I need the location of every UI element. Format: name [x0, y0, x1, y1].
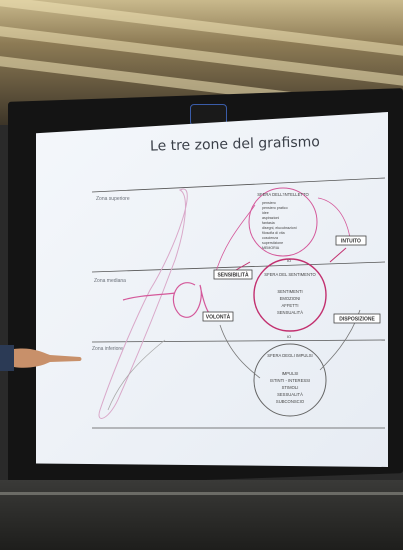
middle-circle-items: SENTIMENTI EMOZIONI AFFETTI SENSUALITÀ [277, 289, 303, 315]
arrow-line [235, 261, 251, 271]
box-volonta [202, 311, 234, 322]
lower-circle [253, 343, 327, 417]
script-letter-a [172, 282, 221, 319]
zone-label-upper: Zona superiore [96, 196, 130, 202]
pointing-hand [0, 345, 82, 371]
arrow-arc [317, 197, 351, 239]
box-disposizione [333, 313, 381, 324]
lower-circle-heading: SFERA DEGLI IMPULSI [267, 353, 312, 358]
script-loop-f [98, 188, 188, 419]
zone-line-top [91, 177, 386, 193]
upper-item: superstizione [262, 241, 283, 245]
lower-item: ISTINTI - INTERESSI [270, 378, 310, 383]
box-intuito-label: INTUITO [341, 239, 361, 245]
upper-item: fantasia [262, 221, 275, 225]
upper-item: MEMORIA [262, 246, 280, 250]
upper-item: aspirazioni [262, 216, 279, 220]
upper-item: idee [262, 211, 269, 215]
upper-item: disegni, elucubrazioni [262, 226, 297, 230]
middle-item: AFFETTI [282, 303, 299, 308]
lower-circle-items: IMPULSI ISTINTI - INTERESSI STIMOLI SESS… [270, 371, 310, 404]
middle-item: EMOZIONI [280, 296, 301, 301]
hand-shape [14, 348, 82, 368]
upper-item: coscienza [262, 236, 278, 240]
lower-item: STIMOLI [282, 385, 299, 390]
floor [0, 480, 403, 550]
arrow-arc [214, 204, 256, 276]
zone-line-upper-middle [91, 261, 386, 273]
upper-item: filosofia di vita [262, 231, 285, 235]
railing [0, 492, 403, 495]
io-label-bottom: IO [287, 334, 291, 339]
box-sensibilita-label: SENSIBILITÀ [217, 272, 249, 279]
projected-slide [36, 112, 388, 467]
script-f-crossbar [122, 292, 176, 301]
box-sensibilita [213, 269, 253, 280]
lower-item: SUBCONSCIO [276, 399, 305, 404]
box-volonta-label: VOLONTÀ [206, 314, 231, 321]
upper-circle [248, 187, 318, 257]
middle-item: SENTIMENTI [277, 289, 302, 294]
box-intuito [335, 235, 367, 246]
sleeve-cuff [0, 345, 14, 371]
arrow-line [329, 247, 347, 263]
upper-circle-heading: SFERA DELL'INTELLETTO [257, 192, 309, 197]
upper-item: pensiero [262, 201, 276, 205]
lower-item: SESSUALITÀ [277, 392, 303, 397]
middle-item: SENSUALITÀ [277, 310, 303, 315]
zone-label-middle: Zona mediana [94, 278, 126, 284]
io-label-top: IO [287, 258, 291, 263]
upper-item: pensiero pratico [262, 206, 288, 210]
script-lower-stroke [107, 339, 166, 411]
zone-line-middle-lower [91, 339, 386, 343]
middle-circle [253, 258, 327, 332]
middle-circle-heading: SFERA DEL SENTIMENTO [264, 272, 316, 277]
arrow-arc [219, 324, 261, 379]
box-disposizione-label: DISPOSIZIONE [339, 317, 375, 323]
zone-label-lower: Zona inferiore [92, 346, 123, 352]
upper-circle-items: pensiero pensiero pratico idee aspirazio… [262, 201, 297, 250]
lower-item: IMPULSI [282, 371, 299, 376]
